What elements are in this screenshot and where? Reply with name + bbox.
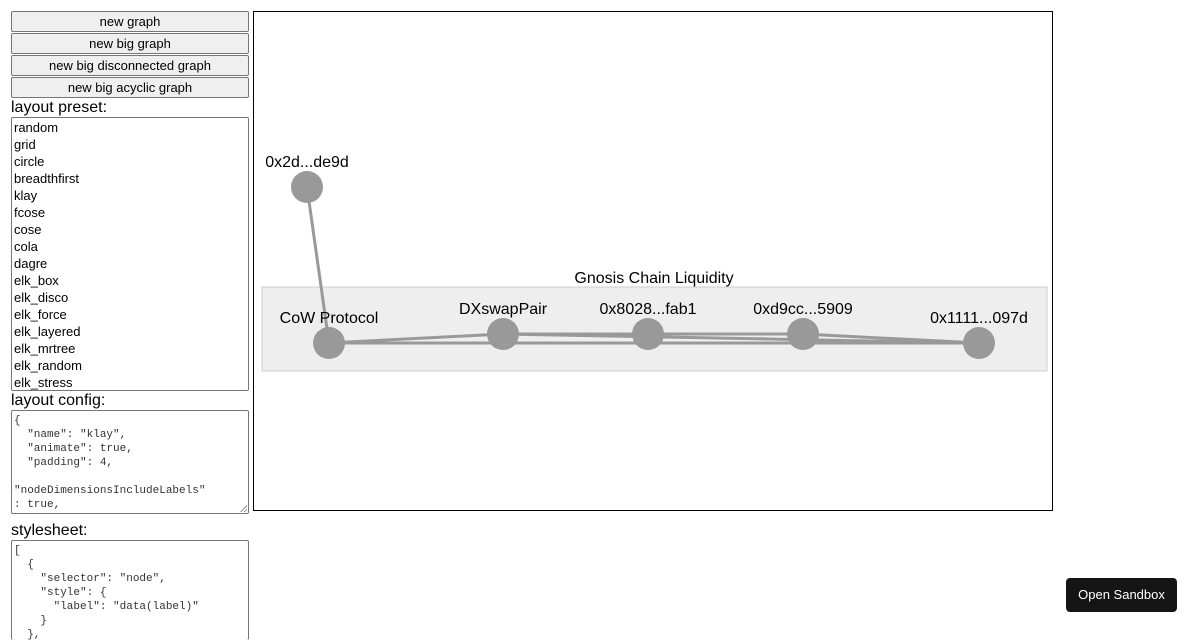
stylesheet-label: stylesheet: (11, 522, 88, 539)
stylesheet-textarea[interactable]: [ { "selector": "node", "style": { "labe… (11, 540, 249, 640)
layout-preset-option[interactable]: elk_disco (14, 290, 69, 305)
graph-node-label: CoW Protocol (280, 310, 379, 327)
new-big-graph-button[interactable]: new big graph (11, 33, 249, 54)
graph-node-label: DXswapPair (459, 301, 548, 318)
layout-config-label: layout config: (11, 392, 106, 409)
layout-preset-option[interactable]: random (14, 120, 59, 135)
layout-preset-option[interactable]: elk_box (14, 273, 59, 288)
graph-edge[interactable] (802, 332, 980, 345)
group-label: Gnosis Chain Liquidity (574, 270, 733, 287)
graph-edge[interactable] (502, 332, 980, 345)
layout-preset-option[interactable]: grid (14, 137, 36, 152)
graph-edge[interactable] (305, 186, 331, 344)
new-big-disconnected-graph-button[interactable]: new big disconnected graph (11, 55, 249, 76)
graph-node-label: 0x8028...fab1 (600, 301, 697, 318)
graph-node[interactable] (787, 318, 819, 350)
layout-config-text: { "name": "klay", "animate": true, "padd… (14, 415, 206, 511)
layout-preset-option[interactable]: klay (14, 188, 38, 203)
stylesheet-text: [ { "selector": "node", "style": { "labe… (14, 545, 199, 640)
open-sandbox-button[interactable]: Open Sandbox (1066, 578, 1177, 612)
layout-preset-option[interactable]: elk_stress (14, 375, 73, 390)
layout-preset-listbox[interactable]: random grid circle breadthfirst klay fcose cos… (11, 117, 249, 391)
graph-node[interactable] (291, 171, 323, 203)
layout-preset-option[interactable]: elk_force (14, 307, 67, 322)
layout-preset-option[interactable]: breadthfirst (14, 171, 80, 186)
layout-preset-option[interactable]: elk_random (14, 358, 82, 373)
layout-preset-option[interactable]: fcose (14, 205, 46, 220)
layout-preset-option[interactable]: elk_layered (14, 324, 81, 339)
new-big-acyclic-graph-button[interactable]: new big acyclic graph (11, 77, 249, 98)
layout-config-textarea[interactable]: { "name": "klay", "animate": true, "padd… (11, 410, 249, 514)
resize-grip-icon[interactable] (240, 505, 247, 512)
layout-preset-label: layout preset: (11, 99, 108, 116)
layout-preset-option[interactable]: dagre (14, 256, 48, 271)
layout-preset-option[interactable]: elk_mrtree (14, 341, 76, 356)
new-graph-button[interactable]: new graph (11, 11, 249, 32)
layout-preset-option[interactable]: cola (14, 239, 38, 254)
layout-preset-option[interactable]: cose (14, 222, 42, 237)
graph-node[interactable] (313, 327, 345, 359)
graph-node-label: 0x1111...097d (930, 310, 1028, 327)
graph-node-label: 0xd9cc...5909 (753, 301, 853, 318)
graph-node-label: 0x2d...de9d (265, 154, 349, 171)
graph-node[interactable] (963, 327, 995, 359)
graph-node[interactable] (487, 318, 519, 350)
graph-node[interactable] (632, 318, 664, 350)
edges-layer (305, 186, 980, 345)
layout-preset-option[interactable]: circle (14, 154, 45, 169)
controls-panel: new graph new big graph new big disconne… (11, 11, 249, 640)
